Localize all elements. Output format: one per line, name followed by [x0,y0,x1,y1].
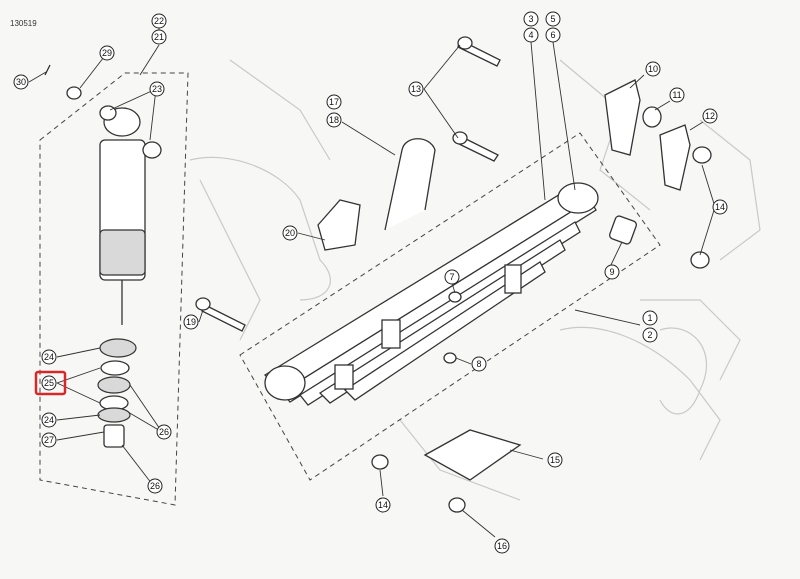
bracket [317,199,361,251]
svg-text:8: 8 [476,359,481,369]
washer [66,86,82,100]
callout-25-highlighted: 25 [41,375,57,391]
background-ghost-drawing [189,59,761,501]
callout-13: 13 [408,81,424,97]
svg-text:11: 11 [672,90,681,100]
top-bolts [452,36,501,162]
bushing-stack [97,338,137,448]
svg-text:17: 17 [329,97,339,107]
callout-17: 17 [326,94,342,110]
callout-15: 15 [547,452,563,468]
leaf-spring [263,182,599,406]
callout-5: 5 [545,11,561,27]
svg-text:24: 24 [44,415,54,425]
svg-text:25: 25 [44,378,54,388]
svg-text:9: 9 [609,267,614,277]
callout-29: 29 [99,45,115,61]
callout-12: 12 [702,108,718,124]
svg-text:30: 30 [16,77,26,87]
callout-22: 22 [151,13,167,29]
figure-number: 130519 [10,19,37,28]
svg-text:2: 2 [647,330,652,340]
svg-text:10: 10 [648,64,658,74]
callout-21: 21 [151,29,167,45]
callout-11: 11 [669,87,685,103]
svg-text:14: 14 [378,500,388,510]
callout-18: 18 [326,112,342,128]
callout-6: 6 [545,27,561,43]
svg-text:22: 22 [154,16,164,26]
svg-text:12: 12 [705,111,715,121]
nut [371,454,389,470]
svg-text:14: 14 [715,202,725,212]
callout-14-right: 14 [712,199,728,215]
svg-text:19: 19 [186,317,196,327]
nut [443,352,457,364]
callout-7: 7 [444,269,460,285]
callout-16: 16 [494,538,510,554]
bolt-head [448,291,462,303]
callout-20: 20 [282,225,298,241]
svg-text:1: 1 [647,313,652,323]
callout-2: 2 [642,327,658,343]
svg-text:20: 20 [285,228,295,238]
svg-text:13: 13 [411,84,421,94]
svg-text:16: 16 [497,541,507,551]
callout-19: 19 [183,314,199,330]
leaf-spring-group-box [239,132,661,481]
svg-text:29: 29 [102,48,112,58]
nut [448,497,466,513]
callout-3: 3 [523,11,539,27]
svg-text:3: 3 [528,14,533,24]
callout-9: 9 [604,264,620,280]
u-bolt [384,138,436,231]
callout-24-upper: 24 [41,349,57,365]
svg-text:21: 21 [154,32,164,42]
leader-lines [28,21,716,538]
callout-1: 1 [642,310,658,326]
svg-text:26: 26 [159,427,169,437]
callout-23: 23 [149,81,165,97]
svg-text:27: 27 [44,435,54,445]
svg-text:6: 6 [550,30,555,40]
svg-text:4: 4 [528,30,533,40]
svg-text:24: 24 [44,352,54,362]
split-pin [44,64,51,76]
callout-14-bottom: 14 [375,497,391,513]
svg-text:7: 7 [449,272,454,282]
callout-24-lower: 24 [41,412,57,428]
svg-text:18: 18 [329,115,339,125]
shock-absorber [99,105,162,325]
svg-text:23: 23 [152,84,162,94]
shackle-parts [604,79,712,269]
clamp-plate [423,429,522,481]
svg-text:15: 15 [550,455,560,465]
svg-text:26: 26 [150,481,160,491]
callout-8: 8 [471,356,487,372]
callout-26-lower: 26 [147,478,163,494]
callout-4: 4 [523,27,539,43]
callout-30: 30 [13,74,29,90]
svg-text:5: 5 [550,14,555,24]
callout-10: 10 [645,61,661,77]
shock-absorber-group-box [39,72,189,506]
callout-27: 27 [41,432,57,448]
callout-26-upper: 26 [156,424,172,440]
side-bolt [195,297,246,332]
highlight-box [34,370,67,396]
